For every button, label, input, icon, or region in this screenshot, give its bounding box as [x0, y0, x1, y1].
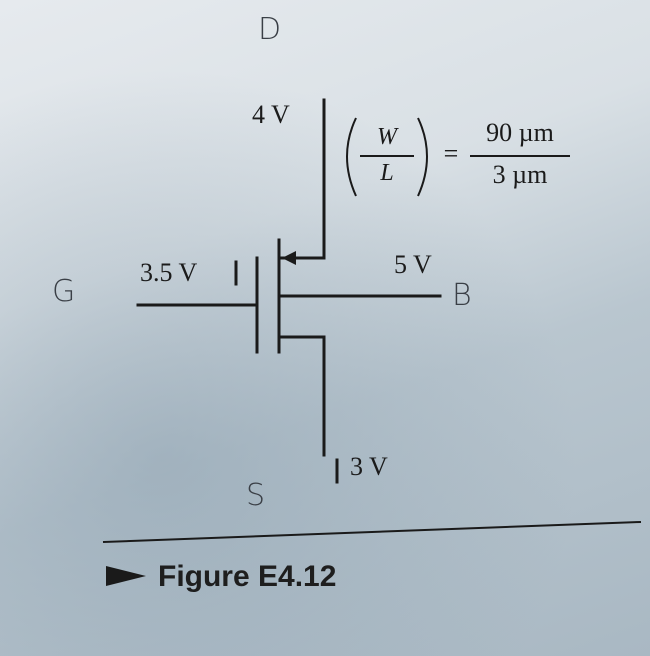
left-paren: [346, 117, 357, 197]
wl-denominator: L: [380, 160, 394, 186]
gate-voltage-label: 3.5 V: [140, 258, 198, 287]
figure-caption: Figure E4.12: [158, 560, 337, 593]
caption-arrow-icon: [106, 566, 146, 586]
source-voltage-label: 3 V: [350, 452, 388, 481]
body-handwritten-label: B: [452, 278, 472, 313]
source-handwritten-label: S: [246, 478, 266, 513]
gate-handwritten-label: G: [52, 274, 76, 309]
drain-voltage-label: 4 V: [252, 100, 290, 129]
wl-numerator: W: [377, 124, 397, 150]
equals-sign: =: [443, 139, 459, 168]
body-voltage-label: 5 V: [394, 250, 432, 279]
right-paren: [417, 117, 428, 197]
drain-arrow-icon: [282, 251, 296, 265]
caption-divider: [102, 520, 642, 544]
ratio-denominator: 3 µm: [492, 160, 548, 189]
drain-handwritten-label: D: [258, 12, 282, 47]
ratio-numerator: 90 µm: [486, 118, 554, 147]
